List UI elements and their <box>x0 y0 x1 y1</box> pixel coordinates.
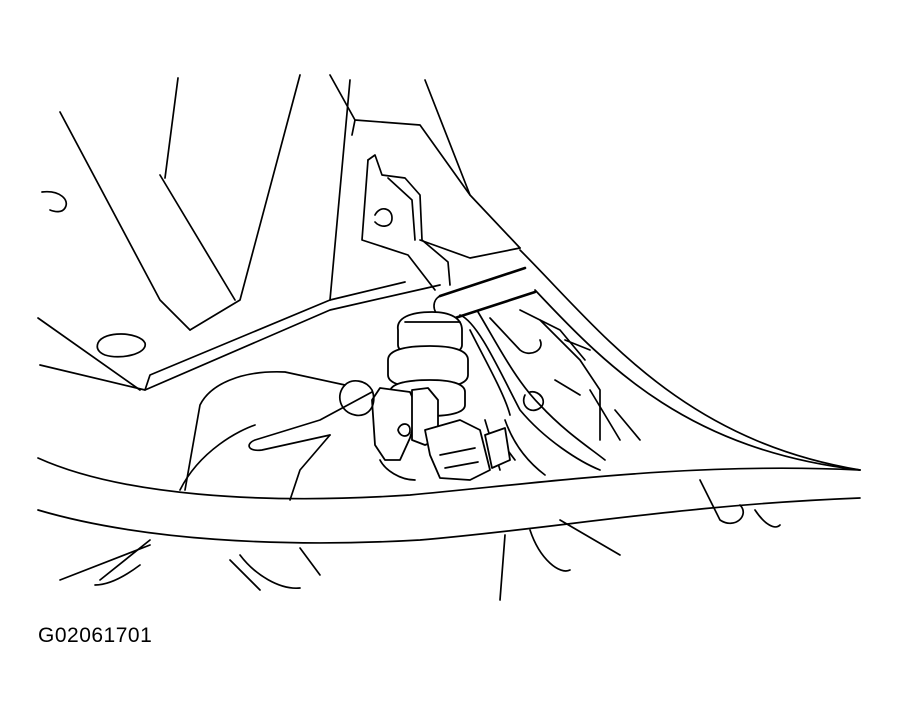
sensor-connector <box>371 311 511 481</box>
hand <box>179 371 416 501</box>
lower-trim <box>37 249 861 601</box>
figure-code: G02061701 <box>38 624 153 647</box>
body-panel <box>37 74 521 391</box>
mounting-bracket <box>361 154 521 291</box>
cable-assembly <box>433 266 606 476</box>
